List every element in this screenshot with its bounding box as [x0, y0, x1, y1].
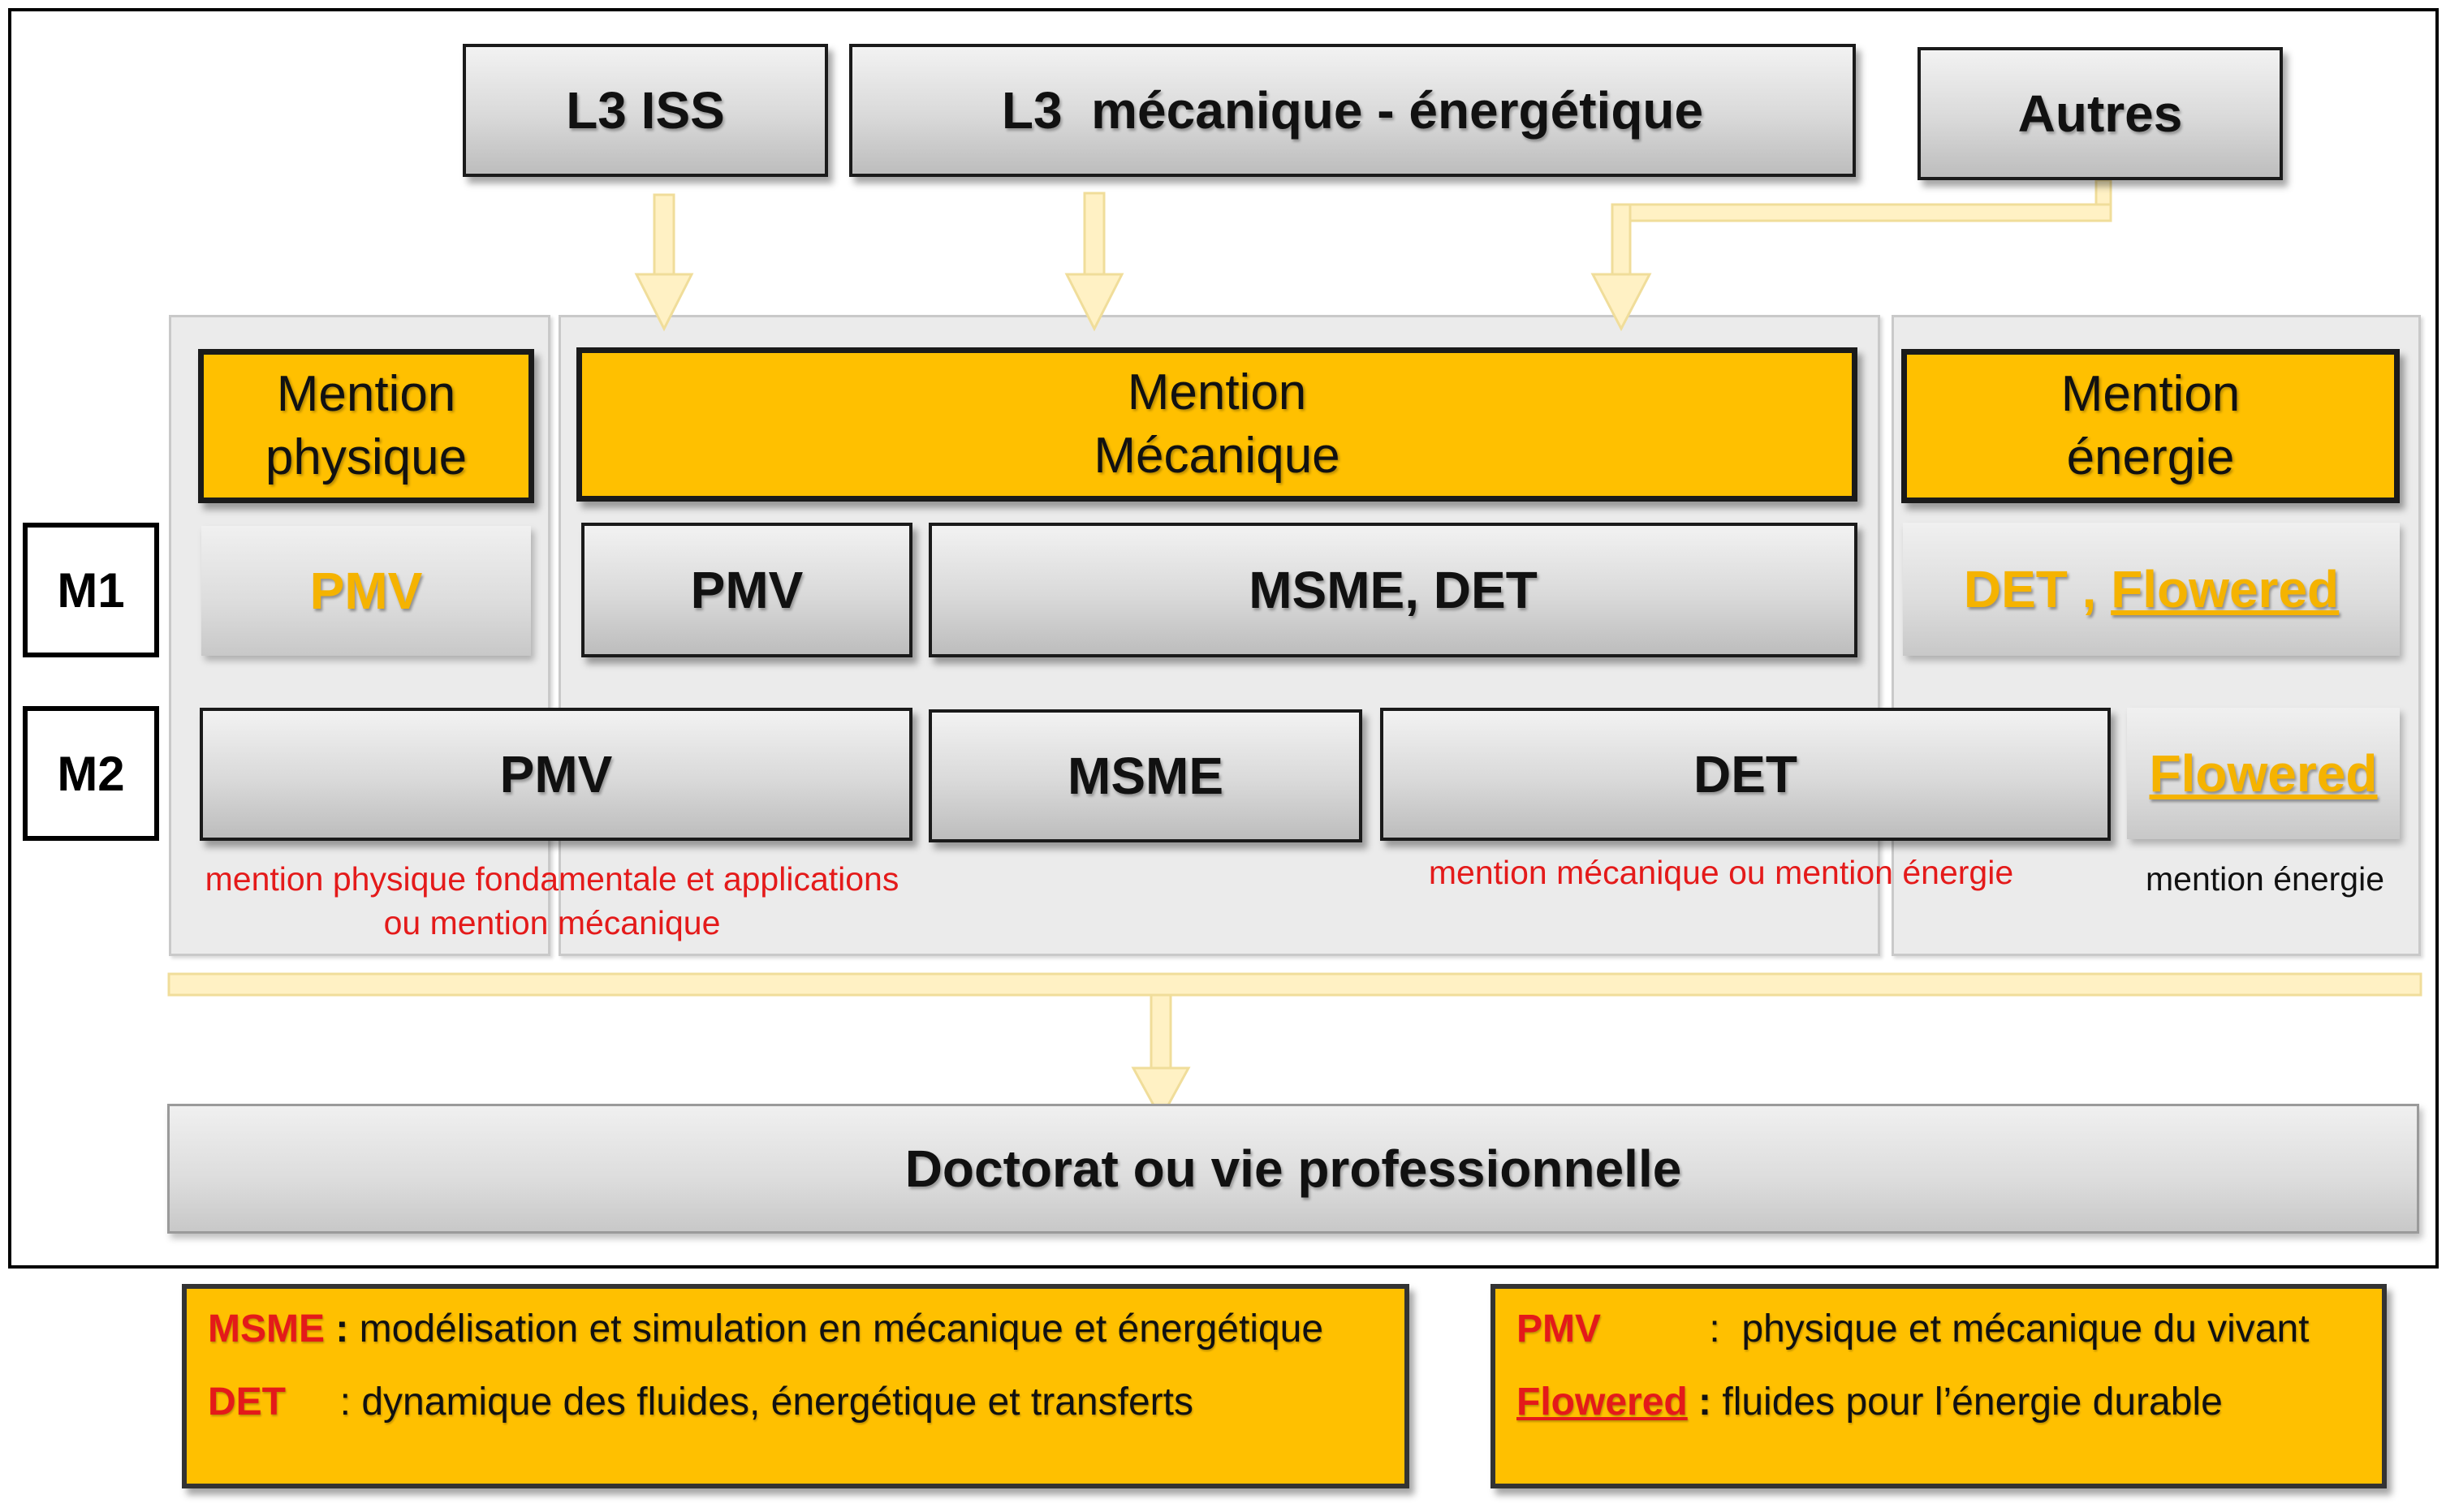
flowered-access-note-line: mention énergie: [2145, 860, 2385, 898]
mention-physique-line1: Mention: [276, 366, 456, 422]
m2-flowered-label: Flowered: [2149, 744, 2378, 803]
mention-physique-line2: physique: [265, 429, 468, 485]
outcome-box: Doctorat ou vie professionnelle: [167, 1104, 2419, 1234]
m1-msme-det-label: MSME, DET: [1249, 561, 1538, 619]
arrow-l3iss: [634, 193, 694, 332]
level-m2-label: M2: [57, 746, 125, 801]
legend-msme-key: MSME: [208, 1307, 325, 1350]
pmv-access-note-line2: ou mention mécanique: [383, 904, 721, 941]
mention-mecanique-line1: Mention: [1127, 364, 1307, 420]
m2-flowered-box: Flowered: [2127, 708, 2400, 839]
legend-flowered-key: Flowered: [1516, 1381, 1688, 1424]
m2-msme-label: MSME: [1068, 747, 1223, 805]
mention-energie-line2: énergie: [2066, 429, 2235, 485]
m1-energie-det-label: DET ,: [1963, 560, 2112, 618]
m1-energie-flowered-label: Flowered: [2111, 560, 2340, 618]
legend-pmv-sep: :: [1601, 1307, 1742, 1350]
legend-det-text: dynamique des fluides, énergétique et tr…: [361, 1381, 1193, 1424]
m1-physique-pmv-box: PMV: [201, 526, 531, 656]
flowered-access-note: mention énergie: [2111, 857, 2419, 901]
m1-energie-box: DET , Flowered: [1903, 523, 2400, 656]
l3-mecanique-label: L3 mécanique - énergétique: [1001, 81, 1704, 140]
l3-mecanique-box: L3 mécanique - énergétique: [849, 44, 1856, 177]
legend-det-row: DET : dynamique des fluides, énergétique…: [208, 1380, 1193, 1424]
arrow-autres: [1590, 179, 2112, 332]
arrow-l3meca: [1064, 192, 1124, 332]
legend-det-sep: :: [286, 1381, 362, 1424]
m2-msme-box: MSME: [929, 709, 1362, 842]
legend-flowered-sep: :: [1687, 1381, 1723, 1424]
det-access-note-line: mention mécanique ou mention énergie: [1428, 854, 2014, 891]
legend-det-key: DET: [208, 1381, 286, 1424]
legend-flowered-row: Flowered : fluides pour l’énergie durabl…: [1516, 1380, 2223, 1424]
legend-left: MSME : modélisation et simulation en méc…: [182, 1284, 1409, 1488]
mention-energie: Mention énergie: [1901, 349, 2400, 503]
legend-msme-sep: :: [325, 1307, 360, 1350]
outcome-label: Doctorat ou vie professionnelle: [904, 1139, 1682, 1198]
m1-msme-det-box: MSME, DET: [929, 523, 1857, 657]
legend-pmv-key: PMV: [1516, 1307, 1602, 1350]
legend-right: PMV : physique et mécanique du vivant Fl…: [1490, 1284, 2387, 1488]
level-m1-label: M1: [57, 562, 125, 618]
legend-pmv-row: PMV : physique et mécanique du vivant: [1516, 1307, 2310, 1351]
legend-pmv-text: physique et mécanique du vivant: [1741, 1307, 2310, 1350]
mention-mecanique-line2: Mécanique: [1094, 428, 1340, 484]
autres-label: Autres: [2017, 84, 2183, 143]
m2-det-label: DET: [1693, 745, 1797, 803]
level-m1: M1: [23, 523, 159, 657]
m2-pmv-label: PMV: [499, 745, 613, 803]
autres-box: Autres: [1918, 47, 2283, 180]
arrow-to-outcome: [167, 972, 2422, 1122]
m2-pmv-box: PMV: [200, 708, 912, 841]
pmv-access-note-line1: mention physique fondamentale et applica…: [205, 860, 899, 898]
m1-mecanique-pmv-label: PMV: [690, 561, 804, 619]
m1-mecanique-pmv-box: PMV: [581, 523, 912, 657]
mention-physique: Mention physique: [198, 349, 534, 503]
det-access-note: mention mécanique ou mention énergie: [1372, 851, 2070, 894]
l3-iss-box: L3 ISS: [463, 44, 828, 177]
legend-msme-text: modélisation et simulation en mécanique …: [359, 1307, 1324, 1350]
mention-energie-line1: Mention: [2060, 366, 2241, 422]
legend-flowered-text: fluides pour l’énergie durable: [1722, 1381, 2223, 1424]
l3-iss-label: L3 ISS: [566, 81, 725, 140]
pmv-access-note: mention physique fondamentale et applica…: [179, 857, 925, 945]
level-m2: M2: [23, 706, 159, 841]
legend-msme-row: MSME : modélisation et simulation en méc…: [208, 1307, 1323, 1351]
m2-det-box: DET: [1380, 708, 2111, 841]
m1-physique-pmv-label: PMV: [309, 562, 423, 620]
mention-mecanique: Mention Mécanique: [576, 347, 1857, 502]
